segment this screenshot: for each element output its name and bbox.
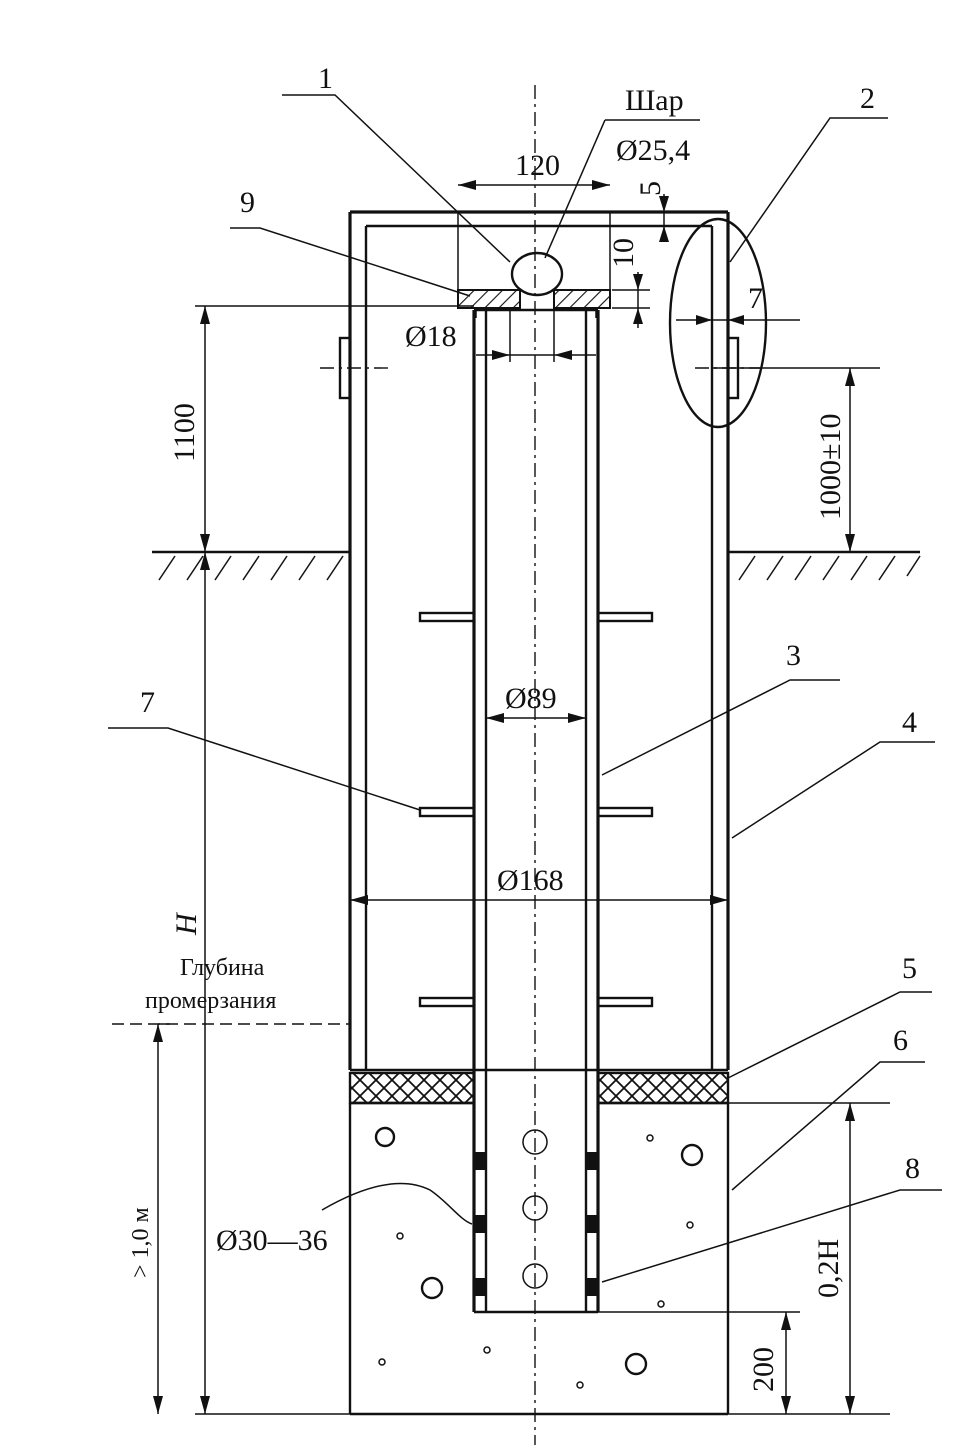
dim-5: 5 — [634, 181, 667, 196]
dim-200: 200 — [747, 1347, 780, 1392]
callout-4: 4 — [902, 706, 917, 739]
top-cap — [457, 212, 611, 318]
dim-0-2H: 0,2H — [812, 1239, 845, 1298]
callout-2: 2 — [860, 82, 875, 115]
dim-hole-18: Ø18 — [405, 320, 457, 353]
freezing-depth-label-1: Глубина — [180, 955, 265, 981]
callout-7-fins: 7 — [140, 686, 155, 719]
callout-3: 3 — [786, 639, 801, 672]
dim-H: H — [170, 911, 203, 936]
ball-label: Шар — [625, 84, 684, 117]
ground-surface — [152, 550, 921, 581]
dim-outer-168: Ø168 — [497, 864, 564, 897]
dim-120: 120 — [515, 149, 560, 182]
callout-7-detail: 7 — [748, 282, 763, 315]
dim-inner-89: Ø89 — [505, 682, 557, 715]
dim-10: 10 — [607, 238, 640, 268]
extension-lines — [158, 289, 890, 1415]
callout-5: 5 — [902, 952, 917, 985]
callout-1: 1 — [318, 62, 333, 95]
dim-1000: 1000±10 — [814, 414, 847, 520]
dim-depth-1m: > 1,0 м — [128, 1207, 154, 1278]
callout-9: 9 — [240, 186, 255, 219]
outer-casing-pipe — [320, 210, 760, 1072]
dim-holes-30-36: Ø30—36 — [216, 1224, 328, 1257]
detail-ellipse — [668, 217, 768, 429]
callout-8: 8 — [905, 1152, 920, 1185]
anchor-fins — [418, 611, 654, 1008]
dim-ball-diameter: Ø25,4 — [616, 134, 690, 167]
inner-benchmark-pipe — [472, 308, 600, 1314]
dim-1100: 1100 — [168, 403, 201, 462]
freezing-depth-label-2: промерзания — [145, 988, 276, 1014]
callout-6: 6 — [893, 1024, 908, 1057]
leader-lines — [108, 94, 942, 1283]
concrete-base — [348, 1101, 730, 1416]
dimension-lines — [153, 180, 855, 1414]
seal-layer — [348, 1071, 730, 1105]
ball — [510, 251, 564, 297]
